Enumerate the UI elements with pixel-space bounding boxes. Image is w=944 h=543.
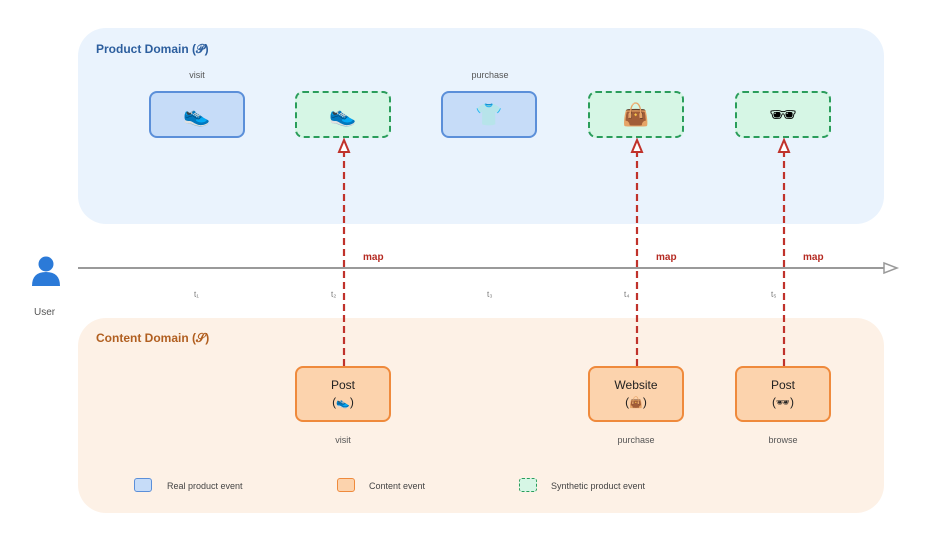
synthetic-product-event: 👜: [588, 91, 684, 138]
sunglasses-icon: 🕶: [776, 396, 790, 409]
sunglasses-icon: 🕶: [769, 101, 797, 127]
handbag-icon: 👜: [629, 396, 643, 409]
content-event-title: Post: [330, 378, 355, 393]
handbag-icon: 👜: [622, 101, 650, 127]
content-event-label: browse: [768, 435, 798, 445]
content-domain-title: Content Domain (𝒮): [96, 331, 210, 345]
map-label: map: [656, 252, 677, 263]
content-event-label: visit: [335, 435, 351, 445]
sneaker-icon: 👟: [183, 101, 211, 127]
content-event-glyph-wrap: (👟): [332, 394, 354, 409]
map-arrow: [337, 137, 351, 366]
synthetic-product-event: 👟: [295, 91, 391, 138]
time-tick: t₃: [487, 290, 493, 299]
time-tick: t₅: [771, 290, 777, 299]
content-event-title: Post: [770, 378, 795, 393]
content-event-title: Website: [614, 378, 658, 393]
time-tick: t₁: [194, 290, 199, 299]
time-tick: t₄: [624, 290, 630, 299]
sneaker-icon: 👟: [329, 101, 357, 127]
timeline-arrowhead: [883, 261, 900, 275]
product-event-label: purchase: [471, 70, 509, 80]
real-product-event: 👟: [149, 91, 245, 138]
product-event-label: visit: [189, 70, 205, 80]
legend-swatch-synthetic: [519, 478, 537, 492]
map-arrow: [630, 137, 644, 366]
real-product-event: 👕: [441, 91, 537, 138]
map-arrow: [777, 137, 791, 366]
legend-swatch-real: [134, 478, 152, 492]
content-event: Post (👟): [295, 366, 391, 422]
tshirt-icon: 👕: [475, 101, 503, 127]
content-event: Post (🕶): [735, 366, 831, 422]
map-label: map: [363, 252, 384, 263]
legend-label-synthetic: Synthetic product event: [551, 481, 646, 491]
legend-swatch-content: [337, 478, 355, 492]
content-event-glyph-wrap: (🕶): [772, 394, 794, 409]
synthetic-product-event: 🕶: [735, 91, 831, 138]
map-label: map: [803, 252, 824, 263]
time-tick: t₂: [331, 290, 337, 299]
legend-label-real: Real product event: [167, 481, 243, 491]
user-icon: [32, 256, 60, 286]
legend-label-content: Content event: [369, 481, 426, 491]
content-event: Website (👜): [588, 366, 684, 422]
sneaker-icon: 👟: [336, 396, 350, 409]
product-domain-title: Product Domain (𝒫): [96, 42, 209, 56]
user-label: User: [34, 307, 56, 318]
content-event-glyph-wrap: (👜): [625, 394, 647, 409]
content-event-label: purchase: [617, 435, 655, 445]
